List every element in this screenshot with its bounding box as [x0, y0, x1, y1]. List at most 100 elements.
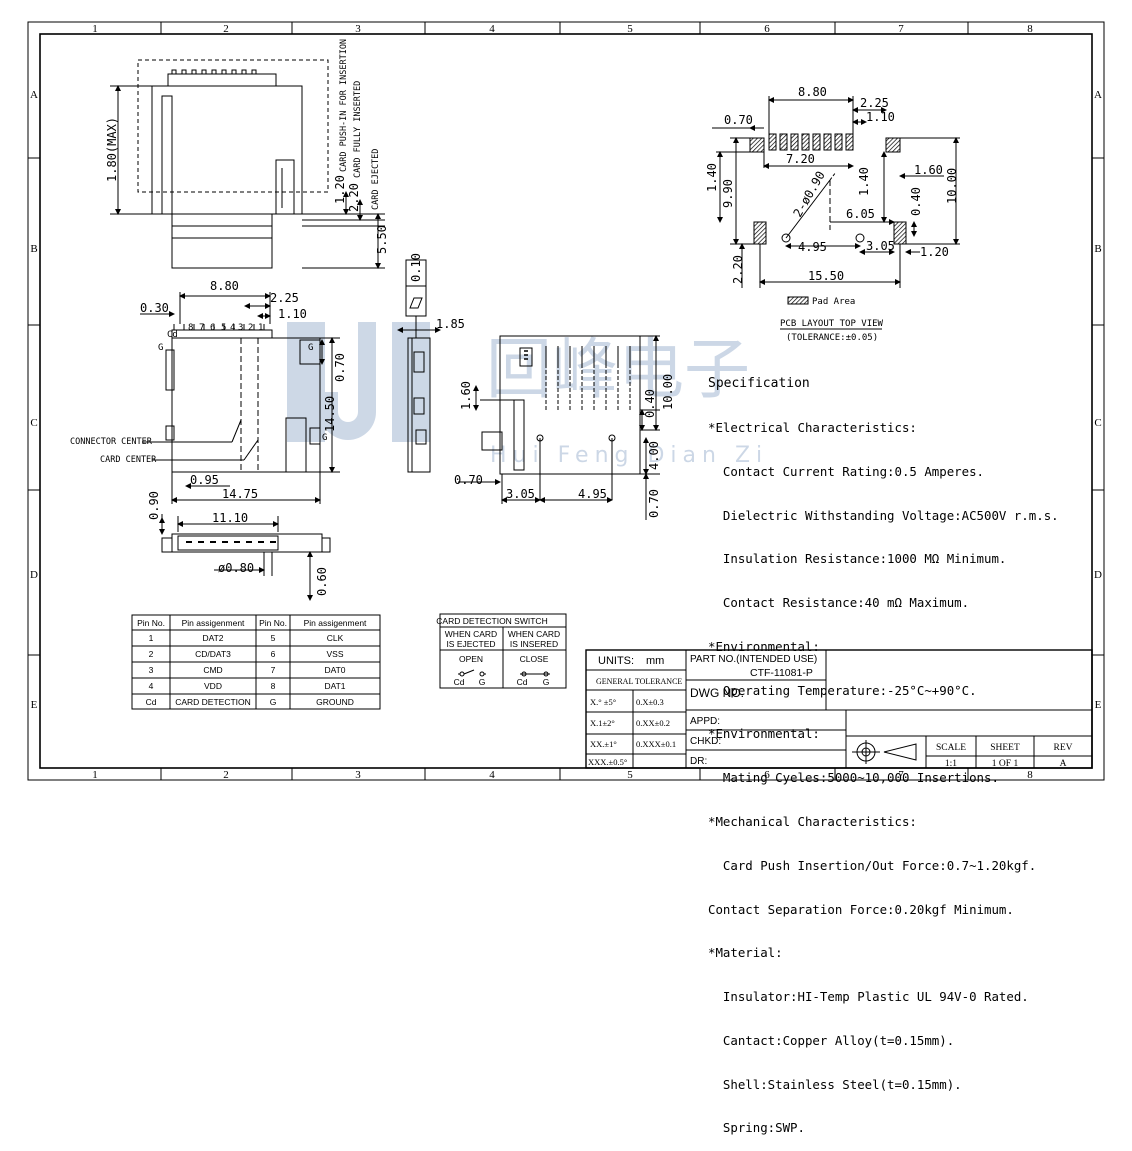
pin-g-left: G — [158, 343, 163, 353]
col-label: 8 — [1027, 769, 1033, 781]
col-label: 8 — [1027, 23, 1033, 35]
dim-220: 2.20 — [731, 255, 745, 284]
pin-table-header: Pin No. — [259, 618, 287, 628]
dim-990: 9.90 — [721, 179, 735, 208]
pin-label: 4 — [230, 323, 235, 333]
tol-linear: 0.X±0.3 — [636, 697, 664, 707]
spec-line: Insulation Resistance:1000 MΩ Minimum. — [708, 551, 1007, 567]
dim-495: 4.95 — [578, 487, 607, 501]
top-view — [140, 292, 340, 504]
label-card-center: CARD CENTER — [100, 455, 157, 465]
switch-col2-line2: IS INSERED — [510, 639, 558, 649]
col-label: 2 — [223, 769, 229, 781]
pin-table-cell: GROUND — [316, 697, 354, 707]
rev-label: REV — [1054, 743, 1073, 753]
pin-table-cell: 4 — [149, 681, 154, 691]
pin-table-text: Pin No. Pin assigenment Pin No. Pin assi… — [137, 618, 367, 707]
dim-160: 1.60 — [459, 381, 473, 410]
dim-720: 7.20 — [786, 152, 815, 166]
spec-line: Contact Current Rating:0.5 Amperes. — [708, 463, 985, 479]
pin-table-cell: 8 — [271, 681, 276, 691]
dim-080: ø0.80 — [218, 561, 254, 575]
pcb-title: PCB LAYOUT TOP VIEW — [780, 319, 884, 329]
pad-area-legend: Pad Area — [812, 297, 855, 307]
spec-line: *Environmental: — [708, 638, 820, 654]
flatness-value: 0.10 — [409, 253, 423, 282]
pin-label: 1 — [258, 323, 263, 333]
dim-095: 0.95 — [190, 473, 219, 487]
spec-title: Specification — [708, 376, 810, 392]
switch-col2-line1: WHEN CARD — [508, 629, 560, 639]
col-label: 4 — [489, 769, 495, 781]
label-card-ejected: CARD EJECTED — [371, 149, 381, 210]
tol-angle: XX.±1° — [590, 739, 617, 749]
switch-g-label: G — [543, 677, 550, 687]
bottom-view-labels: 1.60 0.70 3.05 4.95 10.00 0.40 4.00 0.70 — [454, 374, 675, 518]
pin-table-cell: DAT0 — [324, 665, 345, 675]
switch-state-close: CLOSE — [520, 654, 549, 664]
col-label: 6 — [764, 769, 770, 781]
col-label: 3 — [355, 769, 361, 781]
drawing-sheet: 1 2 3 4 5 6 7 8 1 2 3 4 5 6 7 8 A B C D … — [27, 21, 1105, 781]
pin-table-cell: 2 — [149, 649, 154, 659]
dim-030: 0.30 — [140, 301, 169, 315]
part-no-label: PART NO.(INTENDED USE) — [690, 654, 817, 665]
units-label: UNITS: — [598, 655, 634, 667]
row-label: E — [1095, 699, 1102, 711]
title-block — [585, 649, 1093, 769]
units-value: mm — [646, 655, 664, 667]
dim-400: 4.00 — [647, 441, 661, 470]
dwg-no-label: DWG NO. — [690, 686, 744, 700]
row-label: D — [30, 569, 38, 581]
pin-table — [131, 614, 381, 710]
row-label: B — [30, 243, 37, 255]
pin-table-header: Pin assigenment — [304, 618, 367, 628]
specification-block: Specification *Electrical Characteristic… — [708, 348, 1108, 1151]
pad-area-legend-swatch — [787, 296, 809, 305]
label-fully-inserted: CARD FULLY INSERTED — [353, 81, 363, 178]
spec-line: Card Push Insertion/Out Force:0.7~1.20kg… — [708, 857, 1037, 873]
dim-160: 1.60 — [914, 163, 943, 177]
switch-cd-label: Cd — [454, 677, 465, 687]
dim-1110: 11.10 — [212, 511, 248, 525]
pin-table-cell: 7 — [271, 665, 276, 675]
pin-g-right: G — [308, 343, 313, 353]
switch-cd-label: Cd — [517, 677, 528, 687]
tol-angle: XXX.±0.5° — [588, 757, 627, 767]
pin-table-cell: CLK — [327, 633, 344, 643]
dim-120: 1.20 — [333, 175, 347, 204]
scale-value: 1:1 — [945, 759, 957, 769]
dim-1000: 10.00 — [661, 374, 675, 410]
col-label: 4 — [489, 23, 495, 35]
spec-line: Cantact:Copper Alloy(t=0.15mm). — [708, 1032, 955, 1048]
spec-line: *Material: — [708, 945, 783, 961]
switch-col1-line2: IS EJECTED — [446, 639, 495, 649]
spec-line: Insulator:HI-Temp Plastic UL 94V-0 Rated… — [708, 989, 1029, 1005]
col-label: 5 — [627, 23, 633, 35]
pin-table-cell: VSS — [326, 649, 343, 659]
dr-label: DR: — [690, 756, 707, 767]
frame-border — [27, 21, 1105, 781]
dim-140b: 1.40 — [857, 167, 871, 196]
pin-table-cell: CD/DAT3 — [195, 649, 231, 659]
dim-305: 3.05 — [506, 487, 535, 501]
watermark: 回峰电子 Hui Feng Dian Zi — [287, 322, 762, 468]
dim-110: 1.10 — [278, 307, 307, 321]
pin-table-cell: Cd — [146, 697, 157, 707]
pin-table-cell: DAT1 — [324, 681, 345, 691]
dim-1550: 15.50 — [808, 269, 844, 283]
dim-495: 4.95 — [798, 240, 827, 254]
dim-140a: 1.40 — [705, 163, 719, 192]
dim-070: 0.70 — [333, 353, 347, 382]
row-label: A — [1094, 89, 1102, 101]
dim-550: 5.50 — [375, 225, 389, 254]
tol-linear: 0.XXX±0.1 — [636, 739, 676, 749]
pin-table-cell: VDD — [204, 681, 222, 691]
col-label: 5 — [627, 769, 633, 781]
right-side-view — [397, 327, 441, 473]
tol-angle: X.1±2° — [590, 718, 615, 728]
side-view — [110, 59, 385, 269]
dim-225: 2.25 — [270, 291, 299, 305]
dim-070: 0.70 — [724, 113, 753, 127]
dim-1450: 14.50 — [323, 396, 337, 432]
